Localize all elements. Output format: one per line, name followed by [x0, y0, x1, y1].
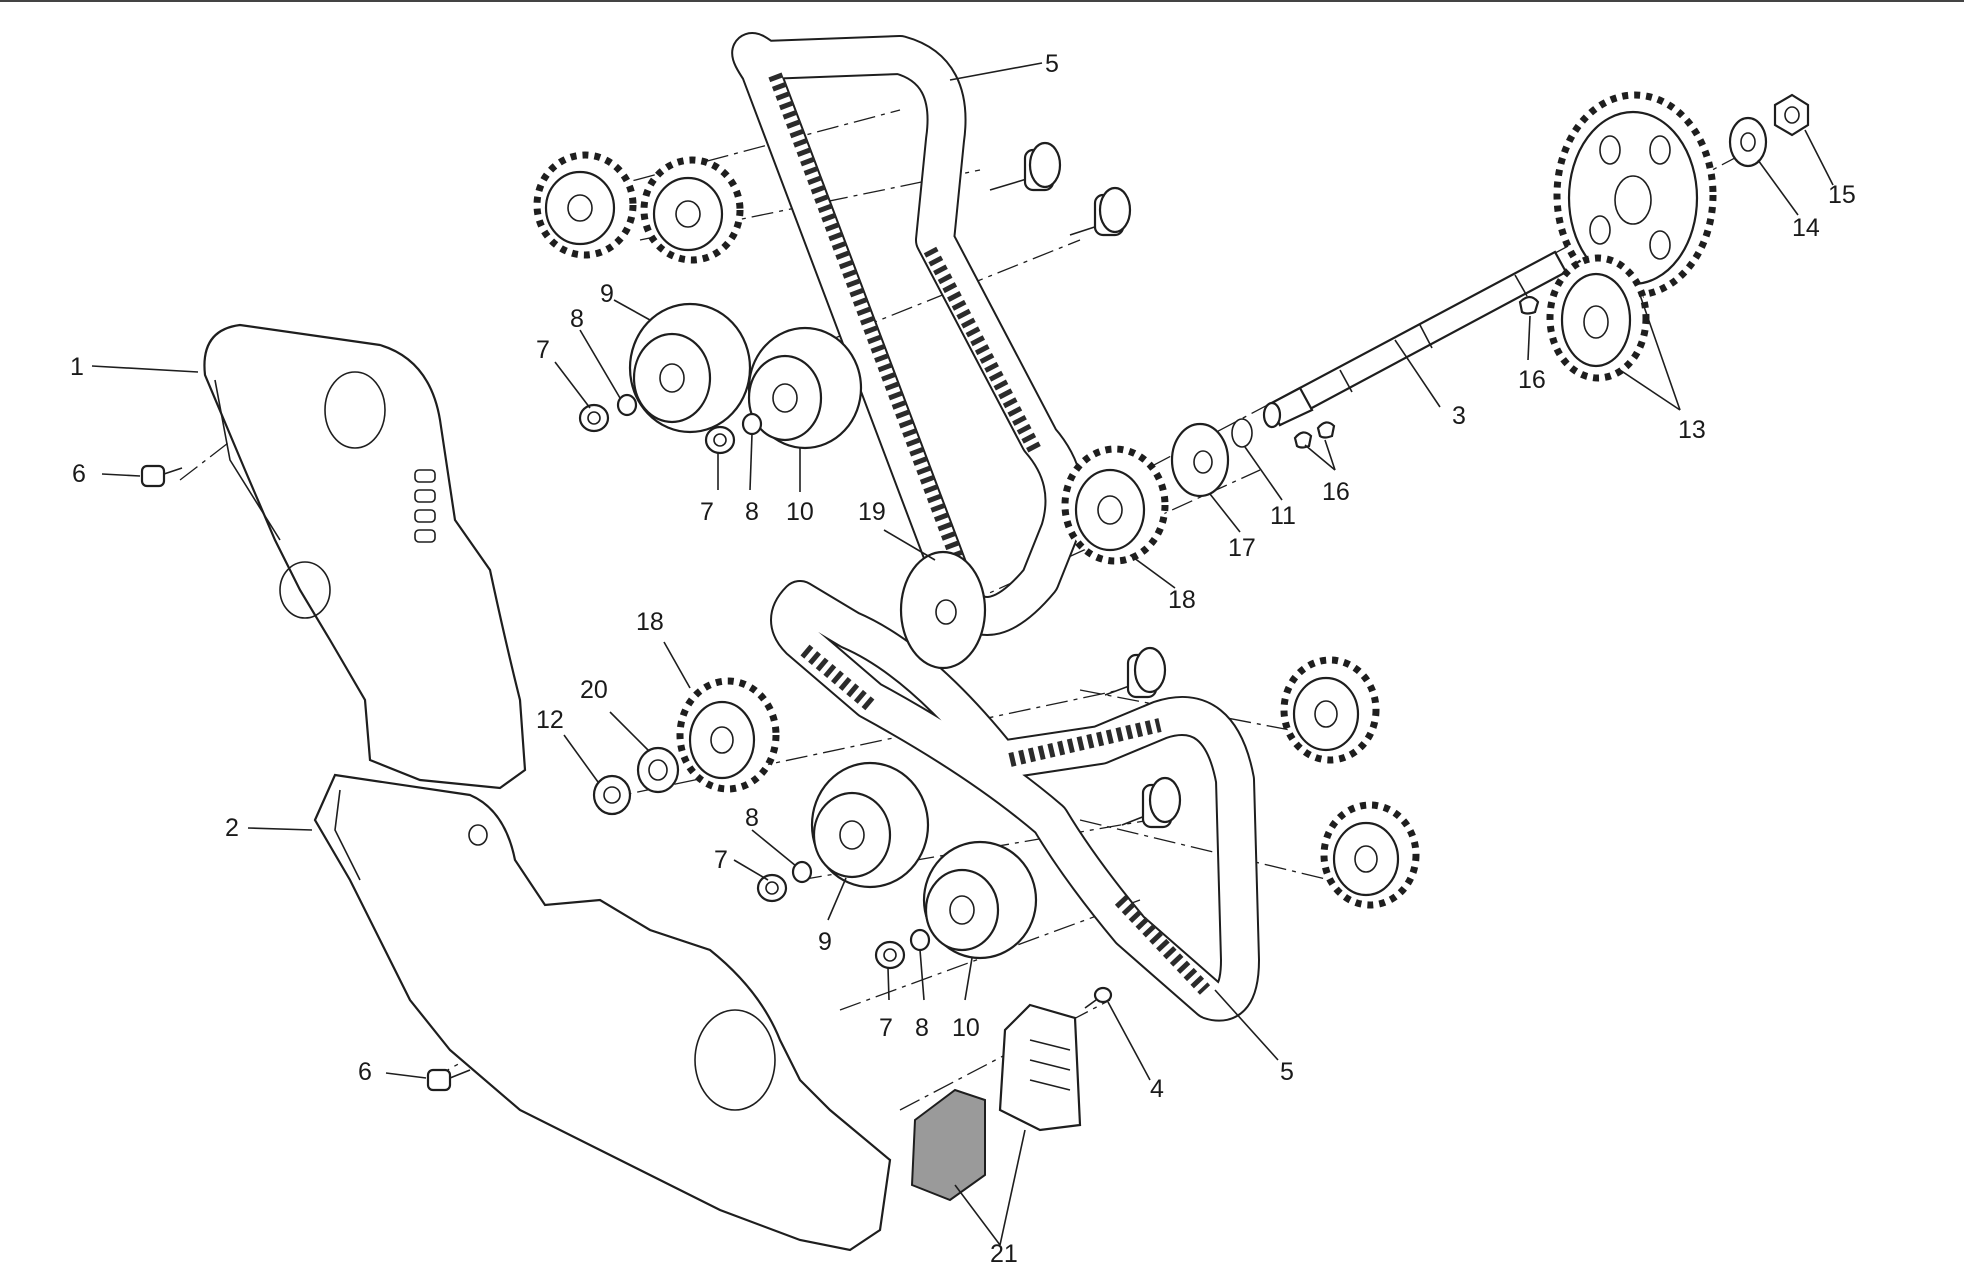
gasket-21 — [910, 1088, 986, 1202]
callout-3: 3 — [1452, 402, 1466, 430]
callout-15: 15 — [1828, 181, 1856, 209]
callout-10-upper: 10 — [786, 498, 814, 526]
nut-lower-7a — [756, 873, 788, 903]
tensioner-roller-lower-9 — [810, 761, 930, 889]
washer-lower-8a — [791, 860, 813, 884]
callout-18-lower: 18 — [636, 608, 664, 636]
callout-12: 12 — [536, 706, 564, 734]
nut-15 — [1773, 93, 1810, 137]
callout-8-lower-b: 8 — [915, 1014, 929, 1042]
washer-14 — [1728, 116, 1768, 168]
mounting-pin-lower-1 — [1104, 646, 1167, 699]
lower-cam-pulley-bottom — [1320, 801, 1420, 909]
upper-timing-belt — [731, 32, 1085, 636]
lower-belt-cover-2 — [313, 773, 892, 1252]
washer-upper-8b — [741, 412, 763, 436]
callout-9-lower: 9 — [818, 928, 832, 956]
callout-16-upper: 16 — [1518, 366, 1546, 394]
callout-13-right: 13 — [1678, 416, 1706, 444]
idler-roller-lower-10 — [922, 840, 1038, 960]
callout-11: 11 — [1270, 502, 1296, 530]
small-gear-13 — [1546, 254, 1650, 382]
washer-17 — [1170, 422, 1230, 498]
idler-roller-upper-10 — [747, 326, 863, 450]
nut-lower-7b — [874, 940, 906, 970]
lower-timing-belt — [770, 580, 1260, 1022]
callout-16-lower: 16 — [1322, 478, 1350, 506]
callout-8-lower-a: 8 — [745, 804, 759, 832]
nut-upper-7a — [578, 403, 610, 433]
drive-pulley-upper-18 — [1061, 445, 1169, 565]
upper-belt-cover-1 — [203, 323, 527, 790]
callout-6-upper: 6 — [72, 460, 86, 488]
screw-4 — [1084, 986, 1113, 1009]
callout-6-lower: 6 — [358, 1058, 372, 1086]
callout-9-upper: 9 — [600, 280, 614, 308]
callout-20: 20 — [580, 676, 608, 704]
callout-7-upper-b: 7 — [700, 498, 714, 526]
callout-1: 1 — [70, 353, 84, 381]
washer-upper-8a — [616, 393, 638, 417]
callout-8-upper-a: 8 — [570, 305, 584, 333]
washer-lower-8b — [909, 928, 931, 952]
belt-guide-disc-19 — [899, 550, 987, 670]
woodruff-key-16b — [1293, 421, 1336, 449]
nut-upper-7b — [704, 425, 736, 455]
callout-7-upper-a: 7 — [536, 336, 550, 364]
callout-8-upper-b: 8 — [745, 498, 759, 526]
callout-2: 2 — [225, 814, 239, 842]
upper-cam-pulley-left — [533, 151, 637, 259]
mounting-pin-lower-2 — [1121, 776, 1182, 829]
inspection-cover-21 — [998, 1003, 1082, 1132]
callout-17: 17 — [1228, 534, 1256, 562]
callout-labels: 1 2 3 4 5 5 6 6 7 7 7 7 8 8 8 8 9 9 10 1… — [70, 50, 1856, 1262]
mounting-pin-upper-1 — [989, 141, 1062, 192]
callout-5-lower: 5 — [1280, 1058, 1294, 1086]
woodruff-key-16a — [1518, 295, 1540, 315]
spacer-20 — [636, 746, 680, 794]
callout-21: 21 — [990, 1240, 1018, 1262]
circlip-11 — [1231, 418, 1253, 448]
leader-lines — [91, 62, 1834, 1246]
bolt-6-lower — [426, 1068, 471, 1092]
bolt-6-upper — [140, 464, 183, 488]
callout-7-lower-b: 7 — [879, 1014, 893, 1042]
large-gear-13 — [1553, 91, 1717, 299]
drive-pulley-lower-18 — [676, 677, 780, 793]
mounting-pin-upper-2 — [1069, 186, 1132, 237]
callout-7-lower-a: 7 — [714, 846, 728, 874]
tensioner-roller-upper-9 — [628, 302, 752, 434]
nut-12 — [592, 774, 632, 816]
callout-5-upper: 5 — [1045, 50, 1059, 78]
upper-cam-pulley-right — [640, 156, 744, 264]
callout-18-upper: 18 — [1168, 586, 1196, 614]
callout-4: 4 — [1150, 1075, 1164, 1103]
callout-19: 19 — [858, 498, 886, 526]
layshaft-3 — [1262, 250, 1568, 429]
callout-14: 14 — [1792, 214, 1820, 242]
callout-10-lower: 10 — [952, 1014, 980, 1042]
lower-cam-pulley-top — [1280, 656, 1380, 764]
